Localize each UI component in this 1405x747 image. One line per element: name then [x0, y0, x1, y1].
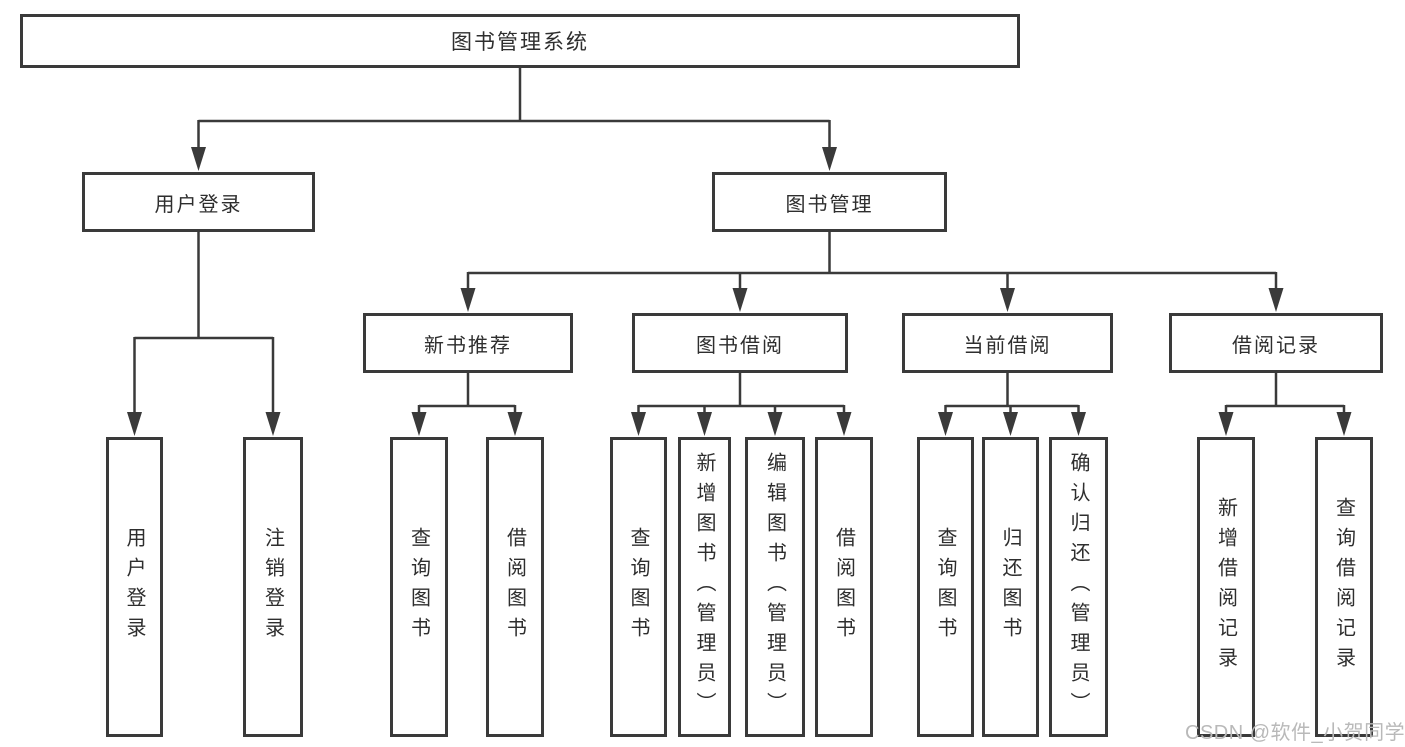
leaf-add-borrow-record: 新增借阅记录 — [1197, 437, 1255, 737]
leaf-return-books: 归还图书 — [982, 437, 1039, 737]
leaf-query-borrow-record: 查询借阅记录 — [1315, 437, 1373, 737]
leaf-borrow-books-recommend: 借阅图书 — [486, 437, 544, 737]
leaf-query-books-recommend: 查询图书 — [390, 437, 448, 737]
node-user-login-branch: 用户登录 — [82, 172, 315, 232]
leaf-logout: 注销登录 — [243, 437, 303, 737]
leaf-query-books-current: 查询图书 — [917, 437, 974, 737]
leaf-query-books-borrow: 查询图书 — [610, 437, 667, 737]
leaf-edit-books-admin: 编辑图书（管理员） — [745, 437, 805, 737]
leaf-add-books-admin: 新增图书（管理员） — [678, 437, 731, 737]
node-borrowing-records: 借阅记录 — [1169, 313, 1383, 373]
leaf-confirm-return-admin: 确认归还（管理员） — [1049, 437, 1108, 737]
node-current-borrowing: 当前借阅 — [902, 313, 1113, 373]
node-book-borrowing: 图书借阅 — [632, 313, 848, 373]
leaf-borrow-books: 借阅图书 — [815, 437, 873, 737]
leaf-user-login: 用户登录 — [106, 437, 163, 737]
node-new-book-recommendation: 新书推荐 — [363, 313, 573, 373]
csdn-watermark: CSDN @软件_小贺同学 — [1185, 722, 1405, 744]
node-book-management-branch: 图书管理 — [712, 172, 947, 232]
node-root-system: 图书管理系统 — [20, 14, 1020, 68]
